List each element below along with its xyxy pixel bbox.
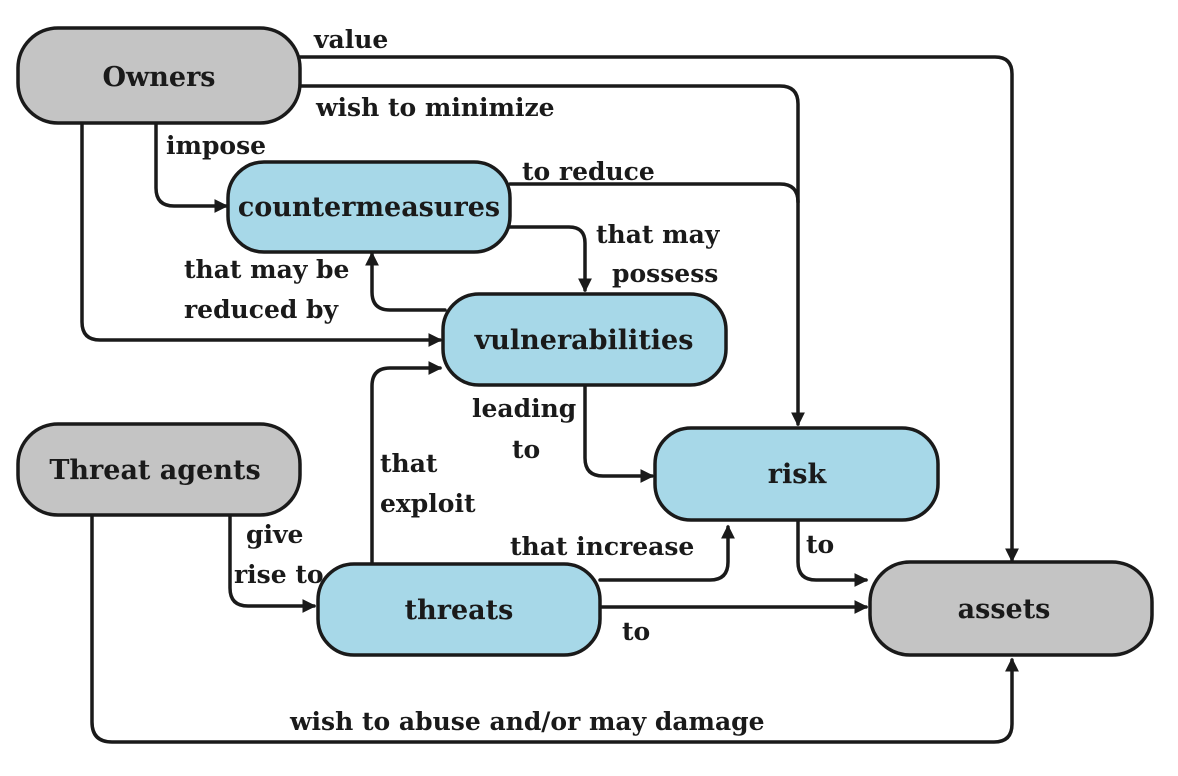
countermeasures-label: countermeasures [238,192,500,223]
node-risk: risk [653,426,940,522]
edge-agents-giverise-threats [228,513,317,613]
threats-label: threats [405,595,514,626]
threat-agents-box [16,422,302,517]
label-leading: leading [472,394,576,423]
edge-owners-vulnerabilities [80,121,443,347]
label-leading-to: to [512,435,540,464]
countermeasures-box [226,160,512,254]
node-assets: assets [868,560,1154,657]
label-possess: possess [612,259,718,288]
label-value: value [313,25,388,54]
label-that-may: that may [596,220,721,249]
node-countermeasures: countermeasures [226,160,512,254]
edge-vulnerabilities-reducedby-countermeasures [365,251,447,312]
nodes: Owners countermeasures vulnerabilities T… [16,26,1154,657]
label-that-may-be: that may be [184,255,349,284]
label-wish-to-abuse: wish to abuse and/or may damage [289,707,765,736]
edge-threats-increase-risk [598,524,735,582]
edge-risk-to-assets [796,518,869,587]
owners-box [16,26,302,125]
threat-agents-label: Threat agents [49,455,260,486]
edges [80,55,1019,744]
label-that: that [380,449,438,478]
edge-agents-abuse-assets [90,513,1019,744]
risk-label: risk [768,459,828,490]
label-to-reduce: to reduce [522,157,655,186]
label-rise-to: rise to [234,560,324,589]
node-threat-agents: Threat agents [16,422,302,517]
assets-label: assets [958,594,1051,625]
edge-countermeasures-possess-vulnerabilities [508,225,592,293]
label-wish-to-minimize: wish to minimize [315,93,555,122]
vulnerabilities-label: vulnerabilities [474,325,694,356]
label-that-increase: that increase [510,532,694,561]
owners-label: Owners [103,62,216,93]
node-owners: Owners [16,26,302,125]
label-give: give [246,520,303,549]
label-reduced-by: reduced by [184,295,340,324]
risk-box [653,426,940,522]
edge-owners-minimize-risk [298,84,805,427]
edge-owners-value-assets [298,55,1019,563]
edge-owners-impose-countermeasures [154,121,229,213]
node-vulnerabilities: vulnerabilities [441,292,728,387]
label-threats-to: to [622,617,650,646]
label-exploit: exploit [380,489,476,518]
label-risk-to: to [806,530,834,559]
assets-box [868,560,1154,657]
edge-labels: value wish to minimize impose to reduce … [166,25,834,736]
vulnerabilities-box [441,292,728,387]
node-threats: threats [316,562,602,657]
edge-countermeasures-reduce-risk [508,182,800,204]
edge-vulnerabilities-leading-risk [583,383,655,483]
edge-threats-exploit-vulnerabilities [370,361,443,567]
label-impose: impose [166,131,266,160]
threats-box [316,562,602,657]
